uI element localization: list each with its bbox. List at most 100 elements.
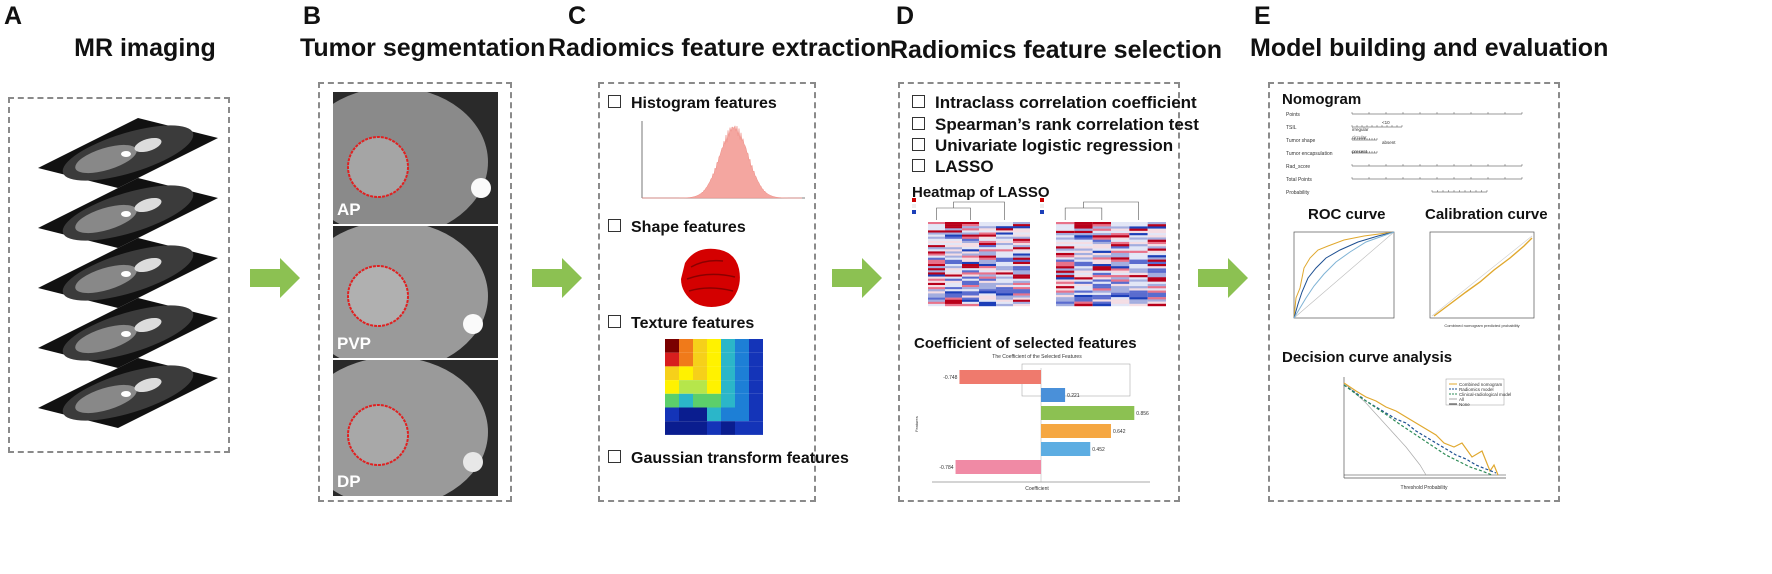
- univariate-item: Univariate logistic regression: [912, 136, 1173, 156]
- arrow-icon: [1198, 258, 1248, 298]
- icc-item: Intraclass correlation coefficient: [912, 93, 1197, 113]
- texture-cell: [735, 366, 749, 381]
- coef-value-label: -0.748: [943, 375, 957, 381]
- texture-cell: [749, 352, 763, 367]
- dca-legend-item: Combined nomogram: [1459, 382, 1503, 387]
- panel-letter-e: E: [1254, 2, 1271, 30]
- texture-cell: [749, 339, 763, 353]
- nomogram-row-label: Points: [1286, 112, 1300, 118]
- calibration-curve-image: Combined nomogram predicted probability: [1429, 231, 1535, 328]
- coef-bar: [955, 460, 1041, 474]
- panel-title-e: Model building and evaluation: [1250, 34, 1609, 62]
- texture-cell: [693, 366, 707, 381]
- coef-bar: [959, 370, 1041, 384]
- nomogram-title: Nomogram: [1282, 91, 1362, 108]
- coef-value-label: -0.784: [939, 465, 953, 471]
- decision-curve-image: Combined nomogram Radiomics model Clinic…: [1343, 377, 1511, 491]
- panel-title-c: Radiomics feature extraction: [548, 34, 892, 62]
- panel-d-box: [898, 82, 1180, 502]
- texture-cell: [707, 380, 721, 394]
- nomogram-level-label: present: [1352, 149, 1368, 154]
- lasso-item: LASSO: [912, 157, 994, 177]
- nomogram-row-label: Total Points: [1286, 177, 1312, 183]
- panel-e-box: [1268, 82, 1560, 502]
- coef-title: Coefficient of selected features: [914, 335, 1137, 352]
- nomogram-row-label: Probability: [1286, 190, 1310, 196]
- texture-cell: [721, 380, 735, 394]
- panel-a-box: [8, 97, 230, 453]
- dca-legend-item: Radiomics model: [1459, 387, 1494, 392]
- texture-cell: [721, 407, 735, 422]
- texture-cell: [679, 380, 693, 394]
- shape-features-item: Shape features: [608, 219, 746, 237]
- coef-bar: [1041, 406, 1135, 420]
- texture-cell: [707, 366, 721, 381]
- panel-title-b: Tumor segmentation: [300, 34, 546, 62]
- texture-heatmap-image: [665, 339, 763, 435]
- checkbox-icon: [608, 95, 621, 109]
- panel-letter-c: C: [568, 2, 587, 30]
- roc-curve-image: [1293, 231, 1395, 319]
- histogram-features-item: Histogram features: [608, 95, 777, 113]
- panel-letter-b: B: [303, 2, 322, 30]
- nomogram-level-label: absent: [1382, 140, 1396, 145]
- phase-label: PVP: [337, 334, 372, 353]
- texture-cell: [679, 407, 693, 422]
- texture-cell: [679, 339, 693, 353]
- texture-cell: [693, 407, 707, 422]
- coef-bar: [1041, 442, 1091, 456]
- nomogram-row-label: Tumor encapsulation: [1286, 151, 1333, 157]
- coef-value-label: 0.642: [1113, 429, 1126, 435]
- nomogram-row-label: Rad_score: [1286, 164, 1310, 170]
- nomogram-level-label: irregular: [1352, 127, 1369, 132]
- dca-legend: [1445, 378, 1505, 406]
- texture-cell: [749, 407, 763, 422]
- histogram-image: [641, 121, 805, 199]
- mri-dp-image: DP: [331, 358, 500, 498]
- phase-label: DP: [337, 472, 361, 491]
- texture-cell: [679, 421, 693, 435]
- lasso-heatmap-image: [1040, 198, 1166, 307]
- checkbox-icon: [608, 219, 621, 233]
- arrow-icon: [250, 258, 300, 298]
- texture-cell: [735, 407, 749, 422]
- checkbox-icon: [912, 138, 925, 152]
- checkbox-icon: [912, 159, 925, 173]
- texture-cell: [665, 352, 679, 367]
- texture-cell: [721, 421, 735, 435]
- coef-ylabel: Features: [914, 416, 919, 432]
- nomogram-row-label: Tumor shape: [1286, 138, 1315, 144]
- texture-cell: [679, 352, 693, 367]
- texture-cell: [693, 393, 707, 408]
- texture-cell: [665, 407, 679, 422]
- texture-cell: [665, 393, 679, 408]
- coefficient-chart: The Coefficient of the Selected Features…: [914, 354, 1150, 492]
- panel-letter-a: A: [4, 2, 23, 30]
- texture-cell: [735, 339, 749, 353]
- texture-cell: [707, 421, 721, 435]
- texture-cell: [749, 393, 763, 408]
- arrow-icon: [832, 258, 882, 298]
- texture-cell: [693, 421, 707, 435]
- texture-cell: [721, 366, 735, 381]
- nomogram-level-label: circular: [1352, 135, 1367, 140]
- tumor-shape-3d-image: [681, 248, 740, 307]
- texture-cell: [707, 393, 721, 408]
- dca-legend-item: None: [1459, 402, 1470, 407]
- texture-cell: [707, 352, 721, 367]
- roc-title: ROC curve: [1308, 206, 1386, 223]
- texture-cell: [735, 421, 749, 435]
- texture-cell: [679, 366, 693, 381]
- panel-title-d: Radiomics feature selection: [890, 36, 1223, 64]
- texture-cell: [693, 380, 707, 394]
- panel-b-box: [318, 82, 512, 502]
- texture-cell: [721, 339, 735, 353]
- texture-cell: [693, 352, 707, 367]
- spearman-item: Spearman’s rank correlation test: [912, 115, 1199, 135]
- texture-cell: [665, 366, 679, 381]
- texture-cell: [707, 407, 721, 422]
- mri-pvp-image: PVP: [331, 224, 500, 360]
- mri-ap-image: AP: [331, 90, 500, 226]
- checkbox-icon: [912, 95, 925, 109]
